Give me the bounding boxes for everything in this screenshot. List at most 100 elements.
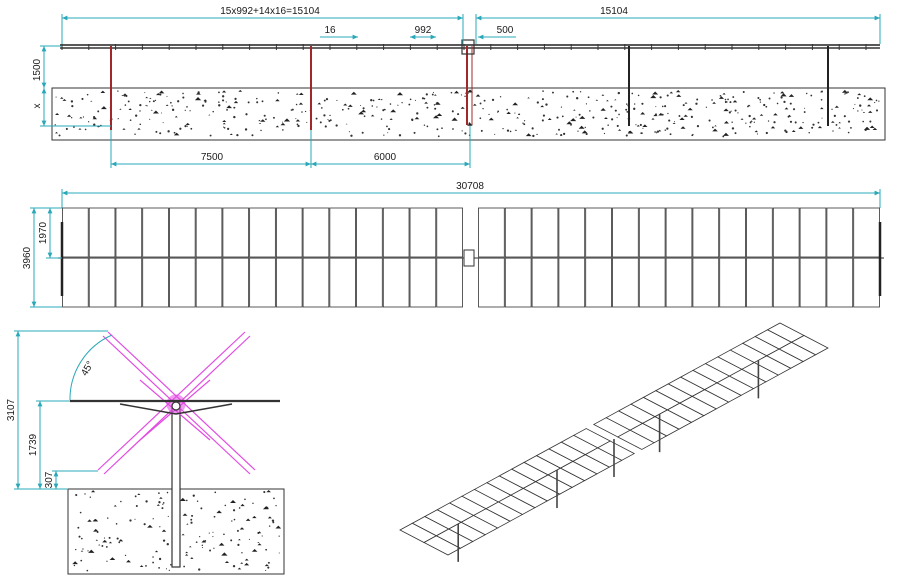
ground-aggregate: [794, 121, 797, 124]
ground-aggregate: [171, 108, 175, 112]
ground-aggregate: [244, 562, 250, 566]
ground-aggregate: [238, 538, 241, 541]
ground-aggregate: [614, 99, 617, 101]
ground-aggregate: [832, 130, 834, 132]
ground-aggregate: [749, 121, 752, 124]
ground-aggregate: [100, 90, 106, 94]
ground-aggregate: [536, 101, 539, 104]
ground-aggregate: [237, 543, 240, 546]
ground-aggregate: [198, 568, 201, 571]
ground-aggregate: [298, 92, 304, 96]
ground-aggregate: [101, 545, 104, 547]
ground-aggregate: [750, 120, 753, 122]
ground-aggregate: [784, 129, 787, 132]
ground-aggregate: [212, 536, 214, 538]
ground-aggregate: [780, 91, 785, 94]
ground-aggregate: [844, 92, 848, 94]
ground-aggregate: [179, 127, 182, 130]
ground-aggregate: [55, 131, 58, 134]
ground-aggregate: [838, 127, 841, 129]
ground-aggregate: [218, 104, 221, 107]
ground-aggregate: [509, 130, 512, 133]
ground-aggregate: [60, 97, 64, 99]
ground-aggregate: [137, 127, 141, 130]
ground-aggregate: [767, 120, 770, 122]
dim-tilt-angle: 45°: [79, 359, 96, 378]
ground-aggregate: [656, 130, 660, 133]
ground-aggregate: [156, 504, 160, 506]
dim-min-height: 307: [44, 471, 55, 488]
ground-aggregate: [874, 101, 876, 104]
ground-aggregate: [532, 134, 535, 138]
ground-aggregate: [862, 120, 865, 123]
ground-aggregate: [199, 536, 201, 538]
ground-aggregate: [416, 112, 419, 115]
ground-aggregate: [696, 98, 699, 101]
ground-aggregate: [558, 128, 560, 131]
ground-aggregate: [203, 99, 207, 102]
ground-aggregate: [84, 128, 87, 131]
ground-aggregate: [265, 548, 268, 551]
ground-aggregate: [578, 125, 585, 129]
ground-aggregate: [230, 539, 233, 542]
ground-aggregate: [257, 531, 262, 534]
ground-aggregate: [109, 557, 116, 561]
ground-aggregate: [295, 118, 297, 120]
ground-aggregate: [601, 94, 605, 96]
ground-aggregate: [258, 122, 262, 124]
ground-aggregate: [655, 113, 658, 116]
ground-aggregate: [669, 91, 674, 94]
ground-aggregate: [878, 100, 880, 102]
ground-aggregate: [869, 125, 875, 128]
ground-aggregate: [847, 131, 850, 134]
ground-aggregate: [233, 115, 236, 119]
ground-aggregate: [234, 97, 237, 100]
ground-aggregate: [433, 104, 436, 106]
ground-aggregate: [295, 103, 298, 106]
ground-aggregate: [652, 91, 659, 95]
ground-aggregate: [264, 506, 270, 509]
ground-aggregate: [535, 133, 539, 135]
ground-aggregate: [603, 132, 606, 135]
ground-aggregate: [798, 126, 804, 129]
ground-aggregate: [541, 119, 544, 122]
ground-aggregate: [411, 118, 414, 121]
ground-aggregate: [834, 105, 839, 108]
ground-aggregate: [661, 113, 664, 116]
ground-aggregate: [863, 126, 871, 130]
ground-aggregate: [145, 564, 147, 567]
ground-aggregate: [107, 517, 109, 519]
ground-aggregate: [414, 99, 416, 101]
ground-aggregate: [408, 103, 411, 106]
dim-span-2: 6000: [374, 152, 397, 163]
ground-aggregate: [116, 537, 119, 540]
ground-aggregate: [296, 123, 299, 126]
ground-aggregate: [666, 94, 669, 97]
ground-aggregate: [267, 566, 270, 569]
ground-aggregate: [436, 113, 443, 117]
ground-aggregate: [542, 114, 546, 117]
ground-aggregate: [757, 97, 760, 100]
ground-aggregate: [236, 134, 239, 137]
ground-aggregate: [600, 108, 606, 111]
ground-aggregate: [861, 109, 863, 111]
ground-aggregate: [251, 134, 254, 137]
ground-aggregate: [239, 527, 245, 530]
ground-aggregate: [639, 132, 643, 134]
ground-aggregate: [162, 539, 166, 542]
ground-aggregate: [213, 515, 216, 518]
ground-aggregate: [232, 564, 236, 568]
ground-aggregate: [189, 110, 191, 112]
ground-aggregate: [117, 90, 119, 92]
ground-aggregate: [784, 107, 789, 110]
ground-aggregate: [65, 127, 68, 130]
ground-aggregate: [90, 100, 93, 102]
ground-aggregate: [264, 564, 269, 567]
ground-aggregate: [451, 117, 458, 121]
pv-panel: [302, 257, 330, 308]
ground-aggregate: [257, 543, 262, 546]
ground-aggregate: [625, 108, 628, 111]
ground-aggregate: [765, 105, 768, 108]
ground-aggregate: [666, 127, 669, 130]
ground-aggregate: [838, 121, 841, 124]
